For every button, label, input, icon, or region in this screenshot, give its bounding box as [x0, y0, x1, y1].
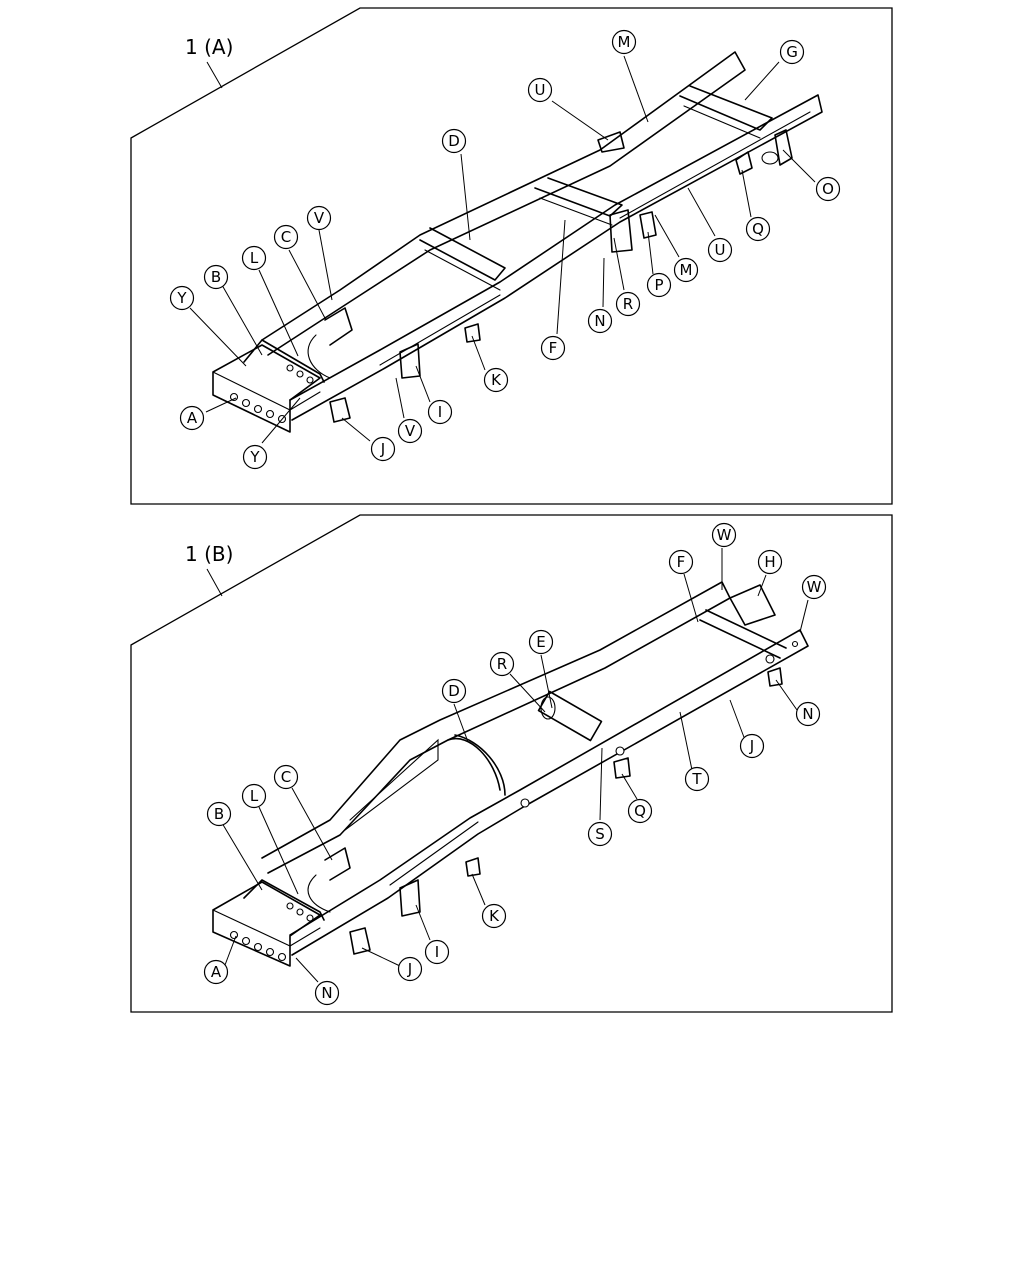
- svg-text:B: B: [211, 268, 221, 286]
- panel-b-title: 1 (B): [185, 542, 233, 566]
- svg-text:L: L: [250, 787, 259, 805]
- frame-chassis-b: [212, 581, 809, 967]
- callout-f-b: F: [668, 549, 694, 575]
- callout-h-b: H: [757, 549, 783, 575]
- svg-text:B: B: [214, 805, 224, 823]
- frame-chassis-a: [212, 51, 823, 433]
- callout-u-a1: U: [527, 77, 553, 103]
- svg-text:A: A: [187, 409, 198, 427]
- svg-text:U: U: [535, 81, 546, 99]
- svg-text:J: J: [407, 960, 412, 978]
- callout-n-b1: N: [795, 701, 821, 727]
- panel-a-title: 1 (A): [185, 35, 233, 59]
- callout-y-a2: Y: [242, 444, 268, 470]
- svg-text:E: E: [536, 633, 545, 651]
- panel-a-leaders: [189, 55, 816, 444]
- callout-m-a1: M: [611, 29, 637, 55]
- callout-k-b: K: [481, 903, 507, 929]
- callout-l-a: L: [241, 245, 267, 271]
- callout-j-a: J: [370, 436, 396, 462]
- callout-a-a: A: [179, 405, 205, 431]
- svg-text:W: W: [807, 578, 822, 596]
- svg-text:J: J: [749, 737, 754, 755]
- svg-text:V: V: [314, 209, 325, 227]
- svg-text:F: F: [677, 553, 686, 571]
- callout-d-a: D: [441, 128, 467, 154]
- svg-text:D: D: [448, 132, 460, 150]
- svg-text:R: R: [623, 295, 633, 313]
- svg-text:I: I: [438, 403, 442, 421]
- callout-o-a: O: [815, 176, 841, 202]
- callout-q-b: Q: [627, 798, 653, 824]
- svg-text:M: M: [618, 33, 631, 51]
- callout-l-b: L: [241, 783, 267, 809]
- svg-text:I: I: [435, 943, 439, 961]
- svg-text:M: M: [680, 261, 693, 279]
- callout-c-b: C: [273, 764, 299, 790]
- callout-f-a: F: [540, 335, 566, 361]
- svg-text:L: L: [250, 249, 259, 267]
- callout-u-a2: U: [707, 237, 733, 263]
- svg-text:J: J: [380, 440, 385, 458]
- svg-text:F: F: [549, 339, 558, 357]
- panel-b-leaders: [221, 548, 809, 983]
- svg-text:C: C: [281, 768, 291, 786]
- svg-text:N: N: [594, 312, 605, 330]
- svg-text:R: R: [497, 655, 507, 673]
- svg-text:H: H: [764, 553, 775, 571]
- callout-w-b1: W: [711, 522, 737, 548]
- panel-a: 1 (A): [130, 7, 893, 505]
- callout-i-a: I: [427, 399, 453, 425]
- panel-b: 1 (B): [130, 514, 893, 1013]
- svg-text:Y: Y: [249, 448, 260, 466]
- callout-a-b: A: [203, 959, 229, 985]
- svg-text:T: T: [691, 770, 702, 788]
- panel-a-title-leader: [206, 61, 223, 89]
- callout-t-b: T: [684, 766, 710, 792]
- panel-a-frame: [130, 7, 893, 505]
- svg-text:G: G: [786, 43, 798, 61]
- svg-text:N: N: [321, 984, 332, 1002]
- svg-text:K: K: [489, 907, 500, 925]
- callout-m-a2: M: [673, 257, 699, 283]
- callout-v-a2: V: [397, 418, 423, 444]
- callout-e-b: E: [528, 629, 554, 655]
- svg-text:U: U: [715, 241, 726, 259]
- callout-k-a: K: [483, 367, 509, 393]
- svg-text:W: W: [717, 526, 732, 544]
- callout-n-a: N: [587, 308, 613, 334]
- callout-j-b1: J: [739, 733, 765, 759]
- svg-text:K: K: [491, 371, 502, 389]
- svg-text:P: P: [654, 276, 663, 294]
- panel-b-frame: [130, 514, 893, 1013]
- svg-text:O: O: [822, 180, 834, 198]
- callout-w-b2: W: [801, 574, 827, 600]
- callout-y-a1: Y: [169, 285, 195, 311]
- svg-text:Q: Q: [634, 802, 646, 820]
- svg-text:N: N: [802, 705, 813, 723]
- callout-j-b2: J: [397, 956, 423, 982]
- svg-text:S: S: [595, 825, 605, 843]
- svg-text:D: D: [448, 682, 460, 700]
- callout-c-a: C: [273, 224, 299, 250]
- callout-r-a: R: [615, 291, 641, 317]
- callout-d-b: D: [441, 678, 467, 704]
- callout-p-a: P: [646, 272, 672, 298]
- callout-b-a: B: [203, 264, 229, 290]
- svg-text:C: C: [281, 228, 291, 246]
- svg-text:Y: Y: [176, 289, 187, 307]
- callout-i-b: I: [424, 939, 450, 965]
- callout-g-a: G: [779, 39, 805, 65]
- callout-v-a1: V: [306, 205, 332, 231]
- svg-text:Q: Q: [752, 220, 764, 238]
- callout-r-b: R: [489, 651, 515, 677]
- callout-n-b2: N: [314, 980, 340, 1006]
- svg-text:V: V: [405, 422, 416, 440]
- svg-text:A: A: [211, 963, 222, 981]
- callout-q-a: Q: [745, 216, 771, 242]
- callout-b-b: B: [206, 801, 232, 827]
- callout-s-b: S: [587, 821, 613, 847]
